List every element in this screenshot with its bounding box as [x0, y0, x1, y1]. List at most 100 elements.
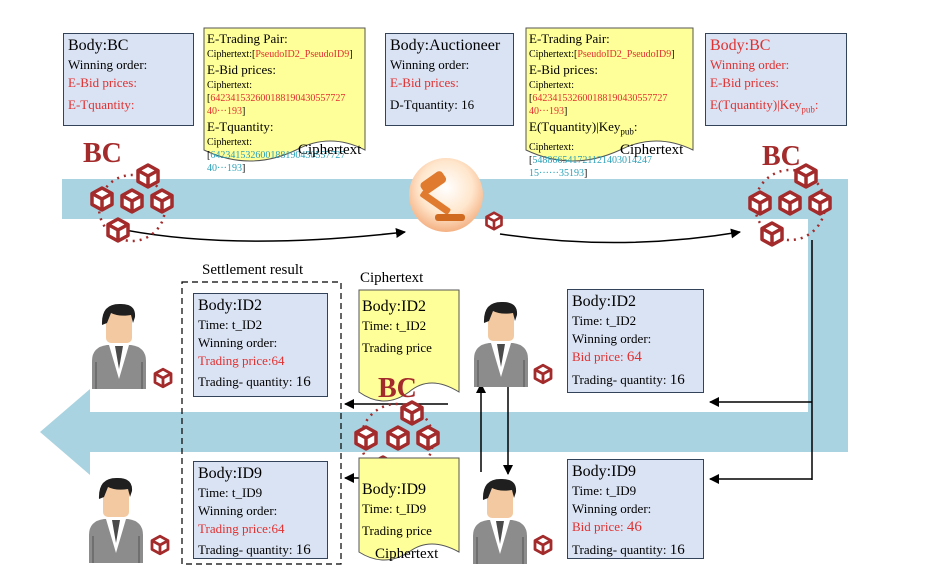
cipher-prefix: Ciphertext:[	[529, 80, 574, 104]
box-line: Winning order:	[390, 57, 470, 72]
user-avatar-icon-left-id2	[91, 302, 173, 390]
cipher-suffix: ]	[242, 163, 246, 174]
qty-label: Trading- quantity:	[572, 542, 667, 557]
doc-line: Trading price	[362, 523, 432, 538]
box-line: Winning order:	[198, 503, 278, 518]
cipher-pair-label: E-Trading Pair:	[529, 31, 610, 46]
settlement-frame	[181, 281, 342, 565]
user-avatar-icon-center-id9	[472, 477, 553, 565]
cipher-suffix: ]	[583, 167, 588, 179]
qty-value: 16	[669, 542, 685, 558]
right-box-id9: Body:ID9 Time: t_ID9 Winning order: Bid …	[567, 459, 704, 559]
bid-value: 64	[626, 349, 642, 365]
cipher-qty-label: E(Tquantity)|Key	[529, 119, 621, 134]
cipher-bid-label: E-Bid prices:	[207, 62, 276, 77]
box-title: Body:ID2	[198, 297, 262, 314]
qty-label: Trading- quantity:	[572, 372, 667, 387]
auctioneer-box: Body:Auctioneer Winning order: E-Bid pri…	[385, 33, 514, 126]
qty-value: 16	[295, 542, 311, 558]
box-line: Time: t_ID9	[572, 483, 637, 498]
cipher-value: 642341532600188190430557727 40···193	[207, 93, 346, 117]
cipher-qty-label-end: :	[633, 119, 638, 134]
cipher-doc-shape-id9	[358, 457, 460, 561]
box-line: Time: t_ID2	[198, 317, 263, 332]
cipher-doc-shape-top-right	[525, 27, 694, 162]
box-title: Body:ID9	[572, 463, 636, 480]
box-line: Trading price:64	[198, 353, 285, 368]
doc-title: Body:ID2	[362, 298, 426, 315]
box-line: Bid prices:	[80, 75, 137, 90]
box-line-sub: pub	[801, 104, 815, 115]
box-line: Winning order:	[572, 501, 652, 516]
cipher-box-right: E-Trading Pair: Ciphertext:[PseudoID2_Ps…	[529, 30, 691, 180]
box-line-end: :	[814, 97, 819, 112]
box-title: Body:BC	[68, 37, 129, 54]
box-line: Time: t_ID2	[572, 313, 637, 328]
qty-value: 16	[669, 372, 685, 388]
cipher-prefix: Ciphertext:[	[207, 49, 256, 60]
box-line: Winning order:	[198, 335, 278, 350]
cipher-suffix: ]	[242, 106, 246, 117]
cipher-value: 642341532600188190430557727 40···193	[529, 93, 668, 117]
box-title: Body:Auctioneer	[390, 37, 501, 54]
ciphertext-caption-id9: Ciphertext	[375, 546, 439, 562]
doc-line: Trading price	[362, 340, 432, 355]
qty-value: 16	[295, 374, 311, 390]
box-title: Body:ID9	[198, 465, 262, 482]
blockchain-cluster-top-left	[90, 163, 174, 243]
box-line: Winning order:	[710, 57, 790, 72]
ciphertext-caption-top-right: Ciphertext	[620, 142, 684, 158]
box-line: Winning order:	[68, 57, 148, 72]
settlement-box-id2: Body:ID2 Time: t_ID2 Winning order: Trad…	[193, 293, 328, 397]
ciphertext-caption-top-left: Ciphertext	[298, 142, 362, 158]
cipher-prefix: Ciphertext:[	[207, 137, 252, 161]
doc-line: Time: t_ID2	[362, 318, 427, 333]
doc-line: Time: t_ID9	[362, 501, 427, 516]
cipher-prefix: Ciphertext:[	[529, 49, 578, 60]
user-avatar-icon-left-id9	[88, 476, 170, 564]
cipher-doc-id9: Body:ID9 Time: t_ID9 Trading price	[362, 480, 457, 540]
bid-value: 46	[626, 519, 642, 535]
settlement-title: Settlement result	[202, 262, 304, 278]
bc-label-top-right: BC	[762, 141, 801, 172]
auctioneer-gavel-icon	[409, 158, 503, 232]
cipher-box-left: E-Trading Pair: Ciphertext:[PseudoID2_Ps…	[207, 30, 363, 175]
ciphertext-caption-id2: Ciphertext	[360, 270, 424, 286]
cipher-pair-label: E-Trading Pair:	[207, 31, 288, 46]
user-avatar-icon-center-id2	[473, 300, 553, 388]
bc-box-right: Body:BC Winning order: E-Bid prices: E(T…	[705, 33, 847, 126]
bc-label-middle: BC	[378, 373, 417, 404]
settlement-box-id9: Body:ID9 Time: t_ID9 Winning order: Trad…	[193, 461, 328, 559]
cipher-suffix: ]	[349, 49, 353, 60]
box-line: Winning order:	[572, 331, 652, 346]
blockchain-cluster-top-right	[748, 163, 832, 247]
box-title: Body:ID2	[572, 293, 636, 310]
cipher-doc-shape-top-left	[203, 27, 366, 162]
bid-label: Bid price:	[572, 349, 624, 364]
cipher-suffix: ]	[671, 49, 675, 60]
cipher-qty-label-sub: pub	[620, 126, 634, 137]
bc-box-left: Body:BC Winning order: E-Bid prices: E-T…	[63, 33, 194, 126]
cipher-value: 642341532600188190430557727 40···193	[207, 150, 346, 174]
cipher-suffix: ]	[564, 106, 568, 117]
box-line: E-Bid prices:	[710, 75, 779, 90]
cipher-value: PseudoID2_PseudoID9	[255, 49, 350, 60]
qty-label: Trading- quantity:	[198, 374, 293, 389]
doc-title: Body:ID9	[362, 481, 426, 498]
bc-label-top-left: BC	[83, 138, 122, 169]
right-box-id2: Body:ID2 Time: t_ID2 Winning order: Bid …	[567, 289, 704, 393]
box-line: Tquantity:	[80, 97, 135, 112]
qty-label: Trading- quantity:	[198, 542, 293, 557]
bid-label: Bid price:	[572, 519, 624, 534]
cipher-qty-label: E-Tquantity:	[207, 119, 274, 134]
box-line: D-Tquantity: 16	[390, 97, 475, 112]
cipher-value: 548866541721121403014247 15······35193	[529, 154, 652, 179]
cipher-doc-id2: Body:ID2 Time: t_ID2 Trading price	[362, 297, 457, 357]
box-line-prefix: E-	[68, 75, 81, 90]
cipher-doc-shape-id2	[358, 289, 460, 402]
cipher-prefix: Ciphertext:[	[529, 141, 574, 166]
box-line: E-Bid prices:	[390, 75, 459, 90]
box-line-prefix: E-	[68, 97, 81, 112]
cipher-bid-label: E-Bid prices:	[529, 62, 598, 77]
